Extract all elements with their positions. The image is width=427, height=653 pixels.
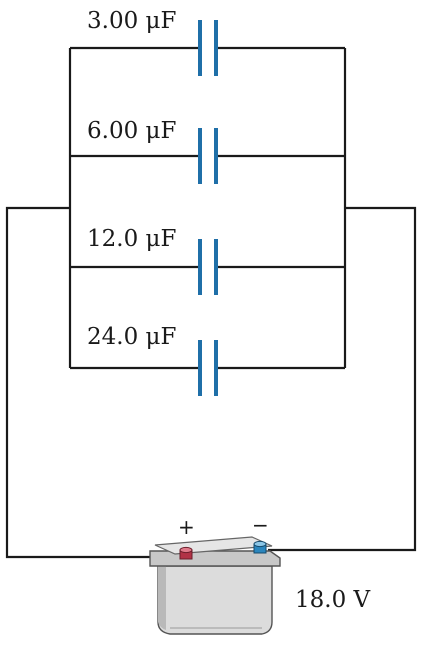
wires: [5, 46, 417, 559]
battery: [149, 536, 281, 635]
capacitor-plates: [198, 20, 218, 396]
capacitor-2-label: 6.00 μF: [87, 118, 177, 144]
negative-terminal-icon: [253, 540, 267, 554]
battery-voltage-label: 18.0 V: [295, 587, 371, 613]
capacitor-3-label: 12.0 μF: [87, 226, 177, 252]
capacitor-1-label: 3.00 μF: [87, 8, 177, 34]
positive-terminal-icon: [179, 546, 193, 560]
battery-positive-sign: +: [178, 515, 195, 539]
capacitor-4-label: 24.0 μF: [87, 324, 177, 350]
battery-negative-sign: −: [252, 513, 269, 537]
